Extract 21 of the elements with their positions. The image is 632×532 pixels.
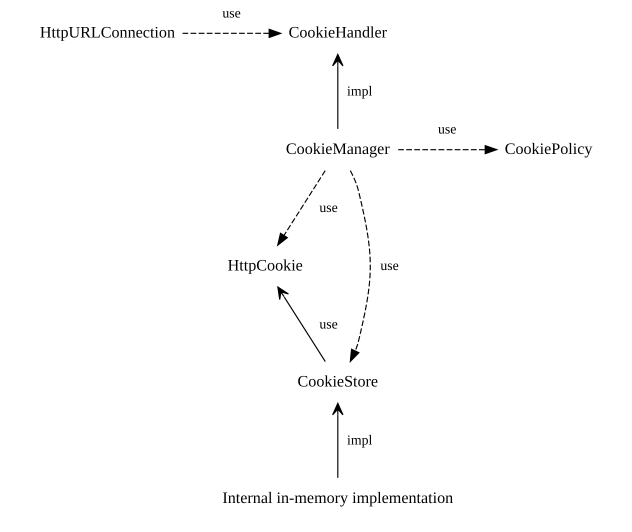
edge-label: use xyxy=(380,258,398,274)
edge-label: use xyxy=(318,316,338,332)
arrow xyxy=(332,54,344,129)
edge-label: use xyxy=(222,5,240,20)
node-text: CookieManager xyxy=(285,140,390,158)
arrow xyxy=(276,170,326,247)
edge-label: use xyxy=(438,122,456,137)
node-text: Internal in-memory implementation xyxy=(222,490,453,507)
arrow xyxy=(182,28,282,38)
node-text: CookieHandler xyxy=(288,24,387,42)
arrow xyxy=(398,144,498,155)
edge-label: impl xyxy=(346,84,372,99)
edge-label: impl xyxy=(346,432,372,448)
node-text: HttpCookie xyxy=(227,257,302,274)
arrow xyxy=(276,286,326,362)
arrow xyxy=(332,402,344,478)
arrow xyxy=(349,170,370,363)
node-text: CookieStore xyxy=(297,374,378,391)
edge-label: use xyxy=(318,200,338,215)
node-text: HttpURLConnection xyxy=(39,24,175,42)
node-text: CookiePolicy xyxy=(504,140,592,158)
